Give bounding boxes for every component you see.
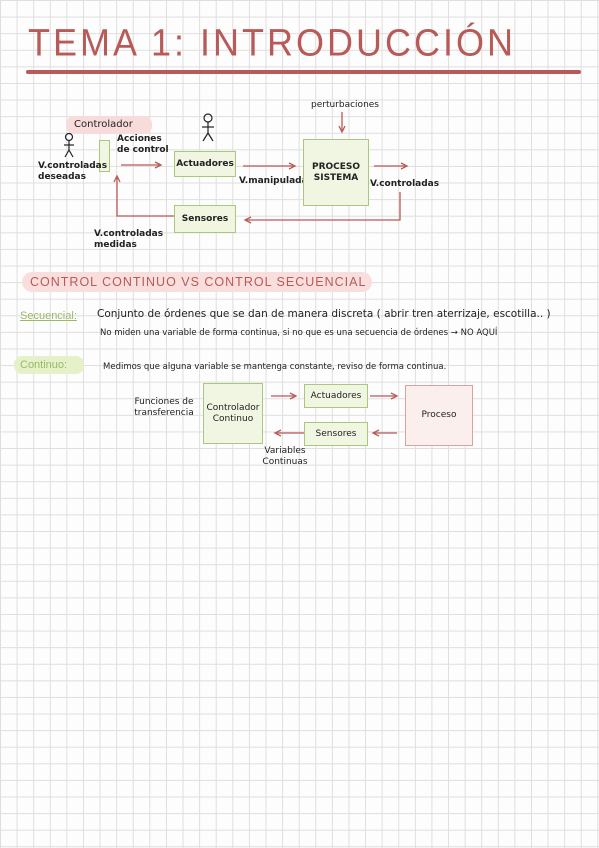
section-heading-highlight bbox=[22, 272, 372, 292]
v-manipuladas-label: V.manipuladas bbox=[239, 176, 314, 186]
controlador-label: Controlador bbox=[74, 119, 133, 130]
controlador-highlight bbox=[66, 116, 152, 134]
page-title: TEMA 1: INTRODUCCIÓN bbox=[28, 20, 517, 64]
stick-figure-icon bbox=[64, 132, 74, 158]
secuencial-line-1: Conjunto de órdenes que se dan de manera… bbox=[97, 308, 551, 320]
variables-continuas-label: Variables Continuas bbox=[262, 446, 308, 467]
feedback-line bbox=[246, 192, 401, 221]
continuo-term: Continuo: bbox=[20, 359, 68, 371]
controlador-block bbox=[99, 140, 110, 172]
v-controladas-medidas-label: V.controladas medidas bbox=[94, 229, 164, 250]
acciones-label: Acciones de control bbox=[117, 134, 169, 155]
actuadores-box-2: Actuadores bbox=[304, 384, 368, 408]
sensores-box-2: Sensores bbox=[304, 422, 368, 446]
funciones-label: Funciones de transferencia bbox=[134, 397, 194, 418]
proceso-box: Proceso bbox=[405, 385, 473, 446]
secuencial-line-2: No miden una variable de forma continua,… bbox=[100, 328, 498, 338]
controlador-continuo-box: Controlador Continuo bbox=[203, 383, 263, 444]
stick-figure-icon bbox=[202, 113, 214, 142]
secuencial-term: Secuencial: bbox=[20, 310, 77, 322]
actuadores-box-1: Actuadores bbox=[174, 151, 236, 177]
sensores-box-1: Sensores bbox=[174, 205, 236, 233]
continuo-highlight bbox=[14, 356, 84, 374]
continuo-line-1: Medimos que alguna variable se mantenga … bbox=[103, 362, 447, 372]
perturbaciones-label: perturbaciones bbox=[311, 100, 379, 110]
vcontroladas-deseadas-label: V.controladas deseadas bbox=[38, 161, 108, 182]
v-controladas-label: V.controladas bbox=[370, 179, 440, 189]
section-heading: CONTROL CONTINUO VS CONTROL SECUENCIAL bbox=[30, 275, 367, 289]
title-underline bbox=[26, 70, 581, 74]
proceso-sistema-box: PROCESO SISTEMA bbox=[303, 139, 369, 206]
feedback-line-2 bbox=[116, 177, 174, 217]
